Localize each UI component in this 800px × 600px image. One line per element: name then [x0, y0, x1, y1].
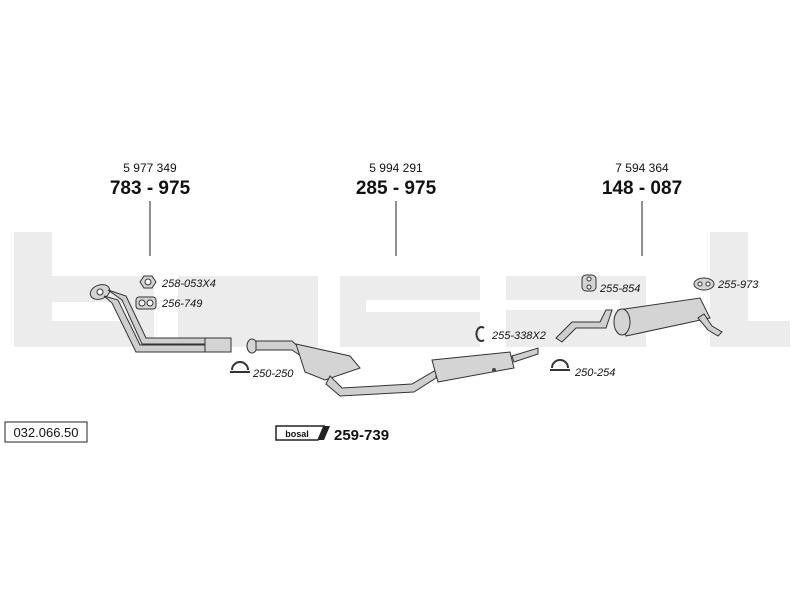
kit-part-number: 259-739	[334, 427, 389, 444]
catalytic-converter-section	[246, 338, 437, 397]
part-number-3: 148 - 087	[602, 178, 682, 199]
nut-icon	[139, 275, 157, 289]
oem-number-2: 5 994 291	[369, 161, 423, 175]
reference-number: 032.066.50	[13, 425, 78, 440]
rubber-mount-icon-1	[581, 274, 597, 292]
clamp-icon-1	[230, 361, 250, 373]
accessory-label-5: 250-254	[574, 367, 615, 379]
oem-number-1: 5 977 349	[123, 161, 177, 175]
rubber-mount-icon-2	[693, 277, 715, 291]
gasket-icon	[135, 296, 157, 310]
accessory-label-6: 255-854	[599, 283, 640, 295]
accessory-label-1: 258-053X4	[161, 278, 216, 290]
oem-number-3: 7 594 364	[615, 161, 669, 175]
clip-icon	[475, 326, 485, 342]
rear-silencer	[555, 297, 723, 343]
kit-brand: bosal	[285, 429, 309, 439]
middle-silencer	[431, 347, 539, 383]
accessory-label-4: 255-338X2	[491, 330, 546, 342]
reference-box	[4, 421, 88, 443]
part-number-1: 783 - 975	[110, 178, 191, 199]
part-number-2: 285 - 975	[356, 178, 437, 199]
accessory-label-7: 255-973	[717, 279, 759, 291]
accessory-label-3: 250-250	[252, 368, 294, 380]
mounting-kit-box: bosal	[275, 425, 330, 441]
front-pipe	[89, 284, 232, 353]
clamp-icon-2	[550, 359, 570, 371]
accessory-label-2: 256-749	[161, 298, 202, 310]
